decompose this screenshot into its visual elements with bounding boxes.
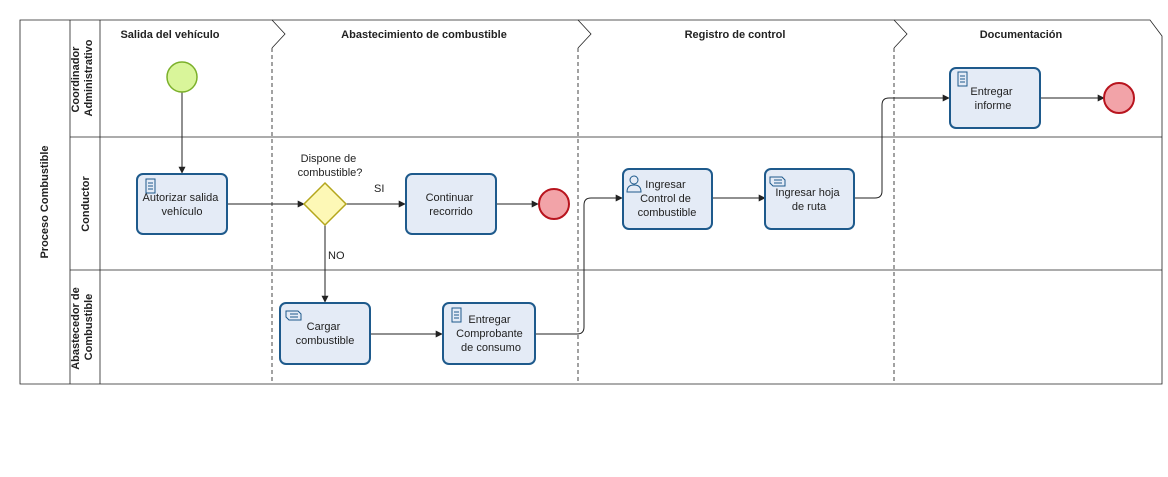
svg-text:Ingresar Control de: Ingresar Control de combustible [638,179,697,219]
flow-label-si: SI [374,183,384,195]
gateway-question: Dispone de combustible? [298,153,363,179]
svg-text:Autorizar salida vehícul: Autorizar salida vehículo [143,192,222,218]
script-icon [451,307,462,323]
start-event[interactable] [166,61,198,93]
svg-text:Cargar combustible: Cargar combustible [296,321,355,347]
manual-icon [769,176,786,187]
svg-text:Ingresar hoja de ruta: Ingresar hoja de ruta [775,187,842,213]
task-entregar-informe[interactable]: Entregar informe [949,67,1041,129]
svg-text:Entregar informe: Entregar informe [970,86,1015,112]
end-event-recorrido[interactable] [538,188,570,220]
task-cargar-combustible[interactable]: Cargar combustible [279,302,371,365]
phase-separators [271,19,908,384]
task-autorizar-salida[interactable]: Autorizar salida vehículo [136,173,228,235]
task-entregar-comprobante[interactable]: Entregar Comprobante de consumo [442,302,536,365]
sequence-flows [178,92,1105,338]
gateway[interactable] [302,181,348,227]
lane-label-conductor: Conductor [80,175,92,231]
svg-text:Entregar Comprobante: Entregar Comprobante de consumo [456,314,526,354]
pool: Proceso Combustible [19,19,1163,385]
end-event-informe[interactable] [1103,82,1135,114]
script-icon [957,71,968,87]
gateway-diamond[interactable] [302,181,348,227]
flow-hoja-to-informe [854,94,950,199]
phase-header-registro: Registro de control [685,29,786,41]
manual-icon [285,310,302,321]
script-icon [145,178,156,194]
flow-label-no: NO [328,250,345,262]
task-continuar-recorrido[interactable]: Continuar recorrido [405,173,497,235]
phase-header-salida: Salida del vehículo [120,29,219,41]
task-ingresar-hoja-ruta[interactable]: Ingresar hoja de ruta [764,168,855,230]
pool-label: Proceso Combustible [39,145,51,258]
flow-comprobante-to-control [535,194,623,335]
lane-label-abastecedor: Abastecedor de Combustible [70,284,95,370]
phase-header-documentacion: Documentación [980,29,1063,41]
lane-label-coordinador: Coordinador Administrativo [70,39,95,116]
user-icon [626,175,642,193]
svg-text:Continuar recorrido: Continuar recorrido [426,192,477,218]
lane-labels: Coordinador Administrativo Conductor Aba… [70,39,95,370]
phase-header-abastecimiento: Abastecimiento de combustible [341,29,507,41]
pool-border [19,19,1163,385]
task-ingresar-control[interactable]: Ingresar Control de combustible [622,168,713,230]
